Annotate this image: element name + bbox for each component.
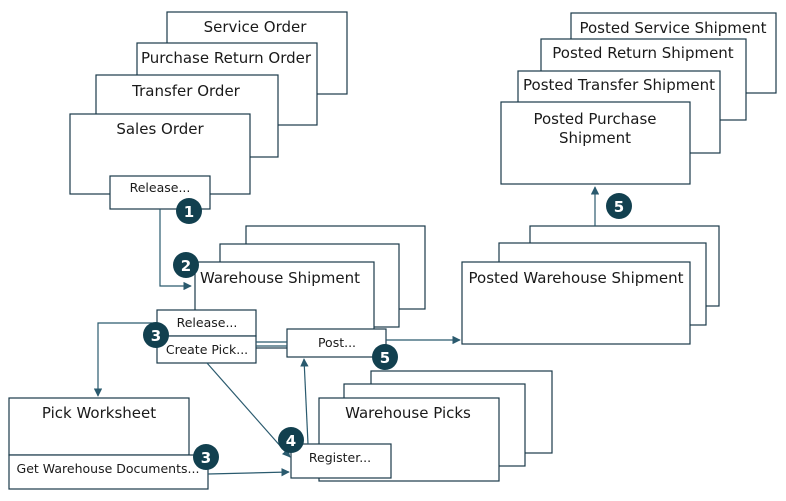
register-button[interactable] bbox=[290, 443, 392, 479]
posted-service-shipment-label: Posted Service Shipment bbox=[579, 19, 766, 37]
step-badge-1: 1 bbox=[176, 198, 202, 224]
posted-transfer-shipment-label: Posted Transfer Shipment bbox=[523, 76, 715, 94]
svg-text:4: 4 bbox=[286, 432, 296, 450]
svg-text:3: 3 bbox=[201, 449, 211, 467]
purchase-return-order-label: Purchase Return Order bbox=[141, 49, 312, 67]
warehouse-shipment-post-button[interactable] bbox=[286, 328, 387, 358]
arrow-release-to-warehouse-shipment bbox=[159, 209, 192, 291]
get-warehouse-documents-button[interactable] bbox=[8, 454, 209, 490]
svg-text:5: 5 bbox=[614, 198, 624, 216]
step-badge-2: 2 bbox=[173, 252, 199, 278]
register-label: Register... bbox=[309, 450, 371, 465]
svg-text:1: 1 bbox=[184, 203, 194, 221]
posted-purchase-shipment-label-line1: Posted Purchase bbox=[533, 110, 656, 128]
get-warehouse-documents-label: Get Warehouse Documents... bbox=[17, 461, 200, 476]
pick-worksheet-group: Pick Worksheet Get Warehouse Documents..… bbox=[8, 397, 209, 490]
svg-text:3: 3 bbox=[151, 327, 161, 345]
arrow-register-to-post bbox=[300, 358, 309, 445]
svg-text:5: 5 bbox=[380, 349, 390, 367]
posted-warehouse-shipment-card[interactable] bbox=[461, 261, 691, 345]
posted-warehouse-shipment-stack: Posted Warehouse Shipment bbox=[461, 225, 720, 345]
posted-documents-stack: Posted Service Shipment Posted Return Sh… bbox=[500, 12, 777, 185]
warehouse-shipment-create-pick-label: Create Pick... bbox=[166, 342, 248, 357]
sales-order-label: Sales Order bbox=[116, 120, 204, 138]
warehouse-picks-title: Warehouse Picks bbox=[345, 404, 471, 422]
arrow-get-docs-to-register bbox=[207, 467, 290, 477]
flow-connectors bbox=[93, 186, 600, 477]
warehouse-shipment-stack: Warehouse Shipment Release... Create Pic… bbox=[156, 225, 426, 364]
service-order-label: Service Order bbox=[204, 18, 308, 36]
order-documents-stack: Service Order Purchase Return Order Tran… bbox=[69, 11, 348, 210]
warehouse-shipment-post-label: Post... bbox=[318, 335, 356, 350]
posted-purchase-shipment-card[interactable] bbox=[500, 101, 691, 185]
warehouse-shipment-create-pick-button[interactable] bbox=[156, 335, 257, 364]
step-badge-3-release: 3 bbox=[143, 322, 169, 348]
step-badge-4: 4 bbox=[278, 427, 304, 453]
warehouse-picks-stack: Warehouse Picks Register... bbox=[290, 370, 553, 482]
step-badge-5-posted: 5 bbox=[606, 193, 632, 219]
posted-warehouse-shipment-title: Posted Warehouse Shipment bbox=[469, 269, 684, 287]
sales-order-release-label: Release... bbox=[130, 180, 191, 195]
arrow-create-pick-to-register bbox=[206, 362, 291, 458]
warehouse-shipment-title: Warehouse Shipment bbox=[200, 269, 360, 287]
posted-return-shipment-label: Posted Return Shipment bbox=[552, 44, 734, 62]
warehouse-shipment-release-label: Release... bbox=[177, 315, 238, 330]
step-badge-5-post: 5 bbox=[372, 344, 398, 370]
step-badge-3-get-docs: 3 bbox=[193, 444, 219, 470]
transfer-order-label: Transfer Order bbox=[131, 82, 241, 100]
arrow-release-to-pick-worksheet bbox=[93, 322, 157, 397]
pick-worksheet-card[interactable] bbox=[8, 397, 190, 456]
svg-text:2: 2 bbox=[181, 257, 191, 275]
posted-purchase-shipment-label-line2: Shipment bbox=[559, 129, 631, 147]
pick-worksheet-title: Pick Worksheet bbox=[42, 404, 156, 422]
